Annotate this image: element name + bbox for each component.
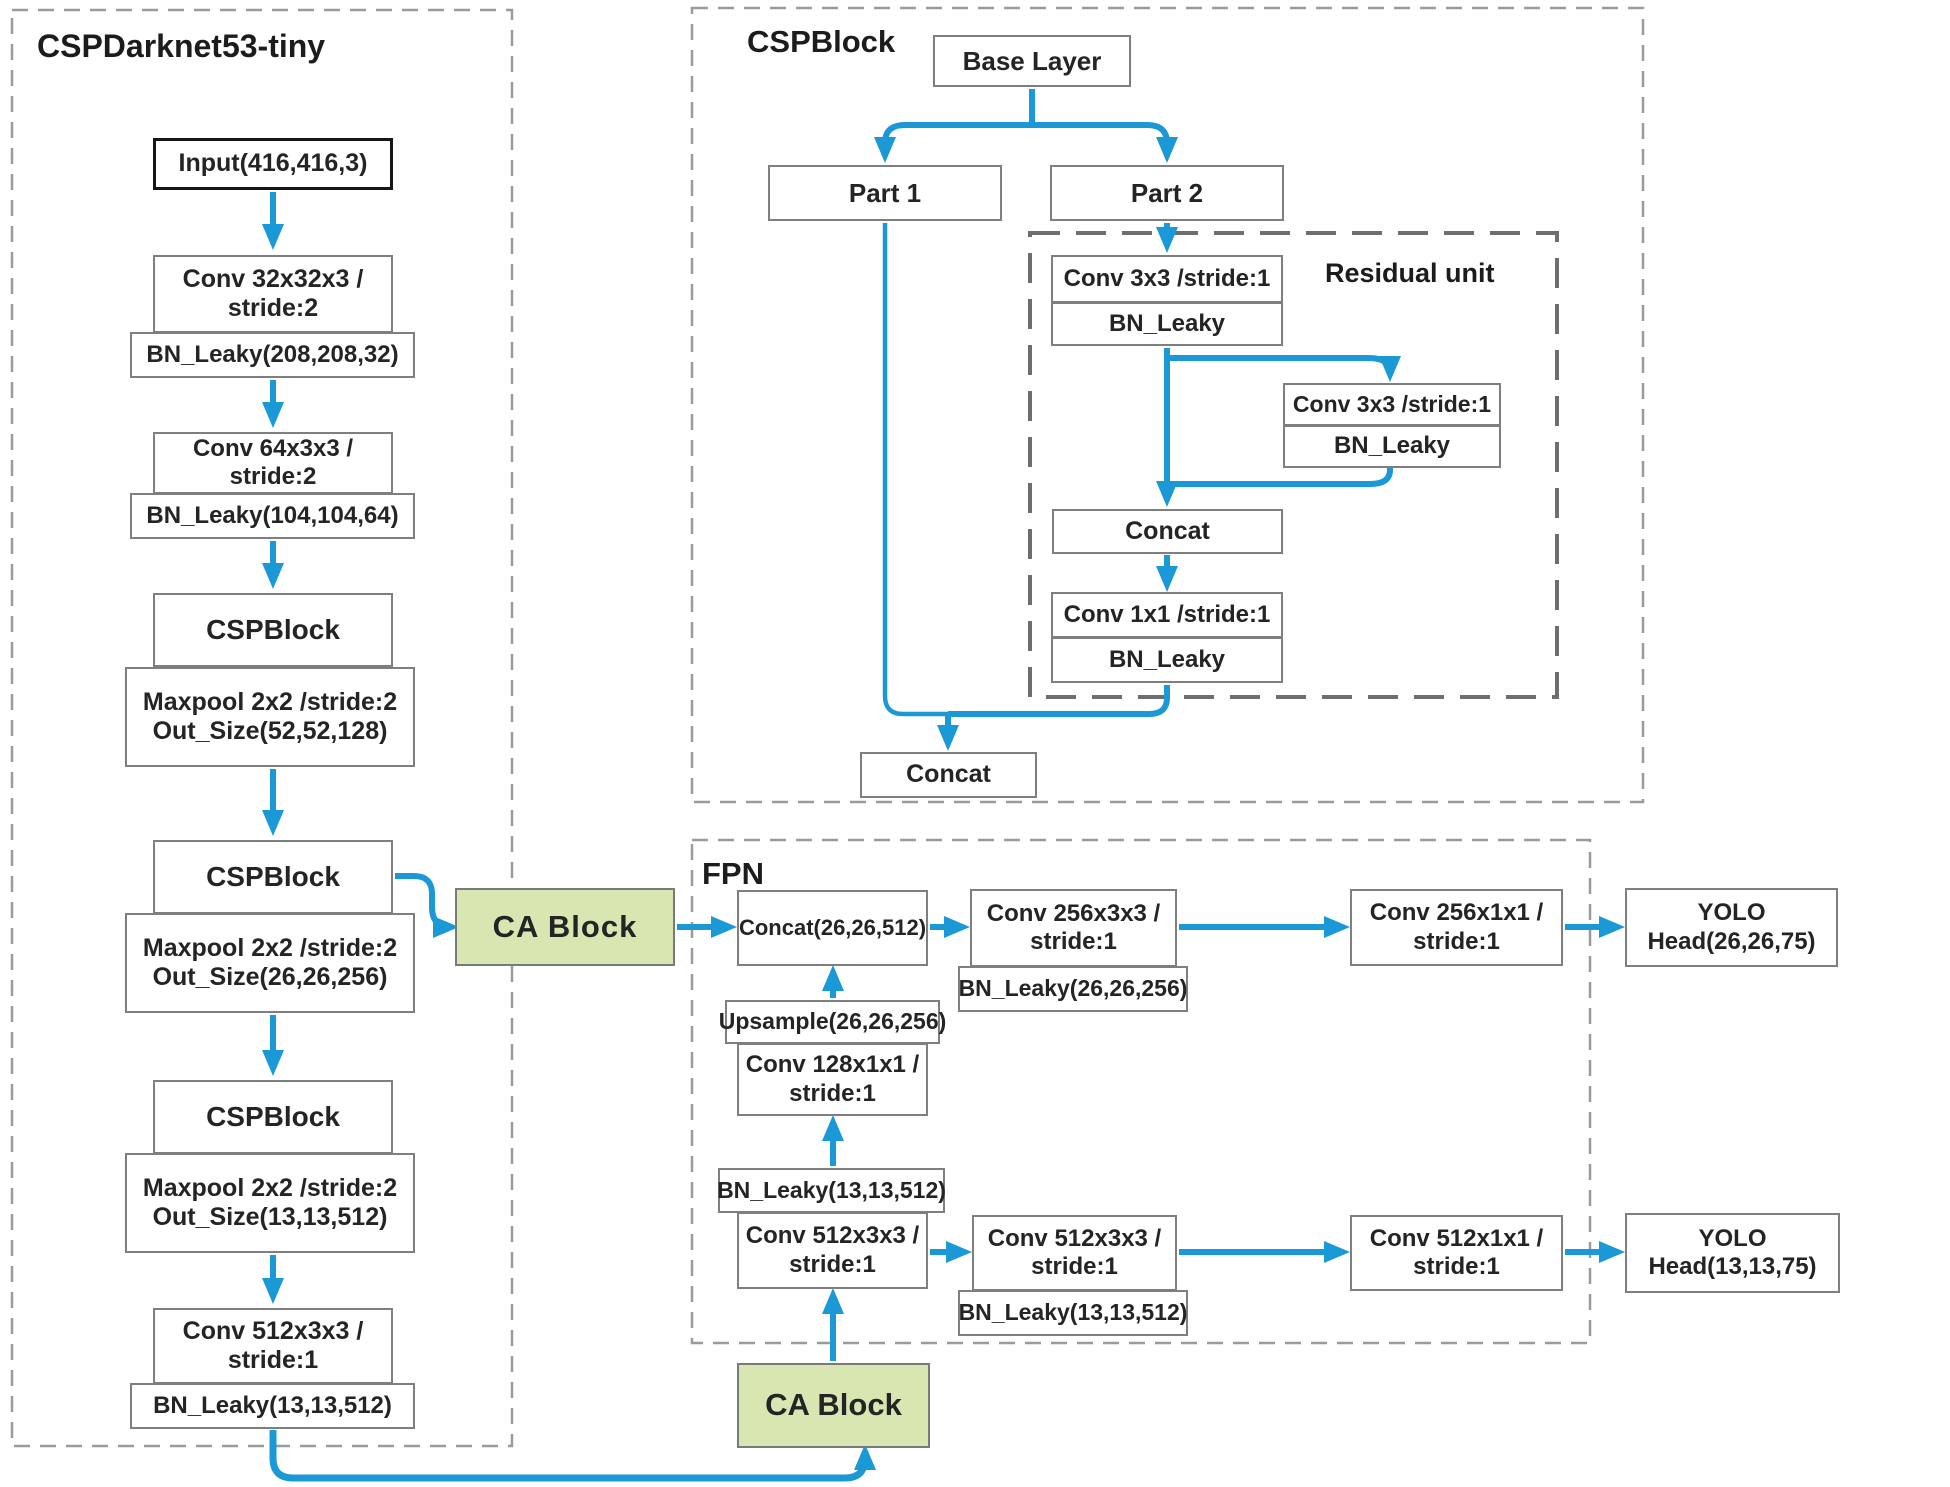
maxpool-26-node: Maxpool 2x2 /stride:2 Out_Size(26,26,256… (125, 913, 415, 1013)
bn-leaky-104-node: BN_Leaky(104,104,64) (130, 493, 415, 539)
bn-leaky-208-node: BN_Leaky(208,208,32) (130, 332, 415, 378)
residual-bn3-node: BN_Leaky (1051, 637, 1283, 683)
fpn-concat-node: Concat(26,26,512) (737, 890, 928, 966)
fpn-conv512-left-node: Conv 512x3x3 / stride:1 (737, 1212, 928, 1289)
fpn-panel-border (690, 838, 1592, 1345)
conv-512-backbone-node: Conv 512x3x3 / stride:1 (153, 1308, 393, 1384)
cspblock-3-node: CSPBlock (153, 1080, 393, 1154)
input-node: Input(416,416,3) (153, 138, 393, 190)
ca-block-mid: CA Block (455, 888, 675, 966)
residual-unit-border (1028, 231, 1559, 699)
conv-64x3-node: Conv 64x3x3 / stride:2 (153, 432, 393, 494)
yolo-head-13-node: YOLO Head(13,13,75) (1625, 1213, 1840, 1293)
fpn-conv512-mid-node: Conv 512x3x3 / stride:1 (972, 1215, 1177, 1291)
upsample-node: Upsample(26,26,256) (719, 1000, 946, 1044)
residual-bn1-node: BN_Leaky (1051, 302, 1283, 346)
cspblock-1-node: CSPBlock (153, 593, 393, 667)
backbone-panel-border (10, 8, 514, 1448)
fpn-conv512x1-node: Conv 512x1x1 / stride:1 (1350, 1215, 1563, 1291)
backbone-panel-title: CSPDarknet53-tiny (37, 28, 326, 64)
cspblock-panel-title: CSPBlock (747, 24, 896, 59)
bn-leaky-13-backbone-node: BN_Leaky(13,13,512) (130, 1383, 415, 1429)
fpn-panel-title: FPN (702, 856, 764, 891)
fpn-bn26-node: BN_Leaky(26,26,256) (958, 966, 1188, 1012)
arrow-bn13-cabottom (269, 1430, 876, 1482)
cspblock-panel-border (690, 6, 1645, 804)
conv-1x1-node: Conv 1x1 /stride:1 (1051, 592, 1283, 638)
arrow-csp2-camid (395, 873, 459, 938)
maxpool-13-node: Maxpool 2x2 /stride:2 Out_Size(13,13,512… (125, 1153, 415, 1253)
concat-inner-node: Concat (1052, 509, 1283, 554)
fpn-conv256x1-node: Conv 256x1x1 / stride:1 (1350, 889, 1563, 966)
fpn-bn13-upper-node: BN_Leaky(13,13,512) (717, 1168, 946, 1213)
ca-block-bottom: CA Block (737, 1363, 930, 1448)
line-part1-down (882, 223, 948, 717)
yolo-head-26-node: YOLO Head(26,26,75) (1625, 888, 1838, 967)
arrow-branch-conv3b (1167, 355, 1401, 382)
maxpool-52-node: Maxpool 2x2 /stride:2 Out_Size(52,52,128… (125, 667, 415, 767)
arrow-base-part2 (1032, 122, 1178, 163)
part2-node: Part 2 (1050, 165, 1284, 221)
residual-conv1-node: Conv 3x3 /stride:1 (1051, 255, 1283, 303)
residual-conv2-node: Conv 3x3 /stride:1 (1283, 383, 1501, 426)
conv-32x32-node: Conv 32x32x3 / stride:2 (153, 255, 393, 333)
fpn-bn13-lower-node: BN_Leaky(13,13,512) (958, 1290, 1188, 1336)
concat-outer-node: Concat (860, 752, 1037, 798)
conv-128-node: Conv 128x1x1 / stride:1 (737, 1043, 928, 1116)
arrow-base-part1 (874, 122, 1032, 163)
residual-bn2-node: BN_Leaky (1283, 425, 1501, 468)
fpn-conv256x3-node: Conv 256x3x3 / stride:1 (970, 889, 1177, 967)
line-bnc-return (948, 685, 1170, 717)
line-residual-return (1167, 466, 1393, 487)
base-layer-node: Base Layer (933, 35, 1131, 87)
residual-unit-label: Residual unit (1325, 258, 1495, 288)
cspblock-2-node: CSPBlock (153, 840, 393, 914)
part1-node: Part 1 (768, 165, 1002, 221)
flow-arrows (262, 89, 1625, 1482)
